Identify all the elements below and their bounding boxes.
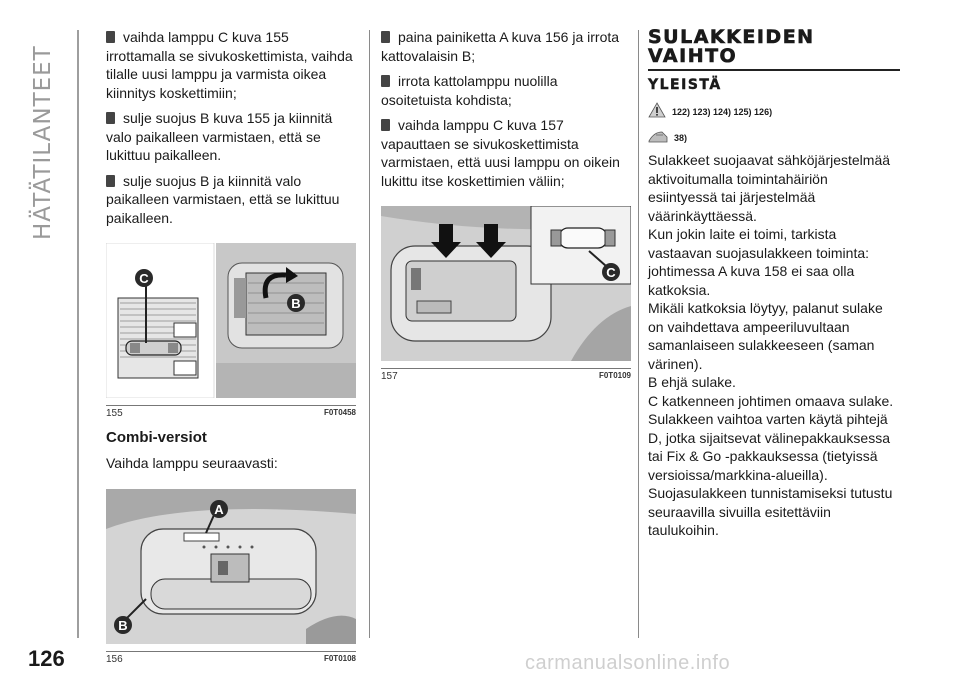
figure-157: C 157 F0T0109 — [381, 205, 632, 382]
note-refs: 38) — [674, 133, 688, 143]
section-title: YLEISTÄ — [648, 77, 722, 93]
body-line: versioissa/markkina-alueilla). — [648, 466, 828, 483]
title-underline — [648, 69, 900, 71]
column-divider-2 — [638, 30, 639, 638]
body-line: värinen). — [648, 355, 703, 372]
page-number: 126 — [28, 646, 65, 671]
figure-156-image: A B — [106, 488, 356, 644]
body-line: tai Fix & Go -pakkauksessa (tietyissä — [648, 448, 878, 464]
figure-number: 156 — [106, 653, 123, 665]
warning-reference-row: 122) 123) 124) 125) 126) — [648, 101, 898, 119]
figure-156: A B 156 F0T0108 — [106, 488, 356, 665]
bullet-item: irrota kattolamppu nuolilla osoitetuista… — [381, 73, 558, 108]
intro-text: Vaihda lamppu seuraavasti: — [106, 455, 278, 471]
body-line: on vaihdettava ampeeriluvultaan — [648, 318, 850, 335]
bullet-item: vaihda lamppu C kuva 157 vapauttaen se s… — [381, 117, 620, 189]
body-line: C katkenneen johtimen omaava sulake. — [648, 392, 894, 409]
site-watermark: carmanualsonline.info — [525, 652, 731, 674]
figure-code: F0T0458 — [323, 408, 356, 417]
figure-code: F0T0109 — [598, 371, 631, 380]
figure-155: C B 155 F0T0458 — [105, 242, 356, 419]
body-line: Suojasulakkeen tunnistamiseksi tutustu — [648, 485, 893, 501]
body-line: seuraavilla sivuilla esitettäviin — [648, 503, 831, 520]
figure-caption: 157 F0T0109 — [381, 368, 631, 382]
warning-triangle-icon — [648, 102, 666, 118]
column-3: SULAKKEIDEN VAIHTO YLEISTÄ 122) 123) 124… — [648, 26, 900, 540]
body-line: esiintyessä tai järjestelmää — [648, 189, 816, 205]
column-divider-1 — [369, 30, 370, 638]
column-2: paina painiketta A kuva 156 ja irrota ka… — [381, 28, 632, 382]
body-line: Sulakkeen vaihtoa varten käytä pihtejä — [648, 411, 888, 427]
figure-number: 157 — [381, 371, 398, 382]
body-line: aktivoitumalla toimintahäiriön — [648, 170, 828, 187]
column-1: vaihda lamppu C kuva 155 irrottamalla se… — [105, 28, 356, 665]
body-line: väärinkäyttäessä. — [648, 207, 757, 224]
callout-a: A — [214, 502, 224, 517]
warning-refs: 122) 123) 124) 125) 126) — [672, 107, 773, 117]
side-divider — [77, 30, 79, 638]
bullet-item: paina painiketta A kuva 156 ja irrota ka… — [381, 29, 620, 64]
body-text: Sulakkeet suojaavat sähköjärjestelmää ak… — [648, 151, 898, 540]
bullet-square-icon — [106, 174, 115, 187]
note-hand-icon — [648, 131, 668, 143]
body-line: vastaavan suojasulakkeen toiminta: — [648, 244, 870, 261]
bullet-square-icon — [381, 31, 390, 43]
bullet-square-icon — [381, 119, 390, 131]
body-line: Sulakkeet suojaavat sähköjärjestelmää — [648, 152, 891, 168]
body-line: taulukoihin. — [648, 522, 719, 538]
callout-c: C — [139, 271, 149, 286]
body-line: B ehjä sulake. — [648, 374, 736, 390]
figure-caption: 156 F0T0108 — [106, 650, 356, 665]
body-line: Mikäli katkoksia löytyy, palanut sulake — [648, 300, 883, 316]
body-line: samanlaiseen sulakkeeseen (saman — [648, 337, 875, 353]
body-line: johtimessa A kuva 158 ei saa olla — [648, 263, 855, 279]
bullet-square-icon — [106, 31, 115, 43]
callout-b: B — [118, 618, 127, 633]
figure-code: F0T0108 — [323, 653, 356, 663]
callout-c: C — [606, 265, 616, 280]
section-side-title: HÄTÄTILANTEET — [30, 45, 56, 240]
figure-number: 155 — [106, 408, 123, 419]
chapter-title-line1: SULAKKEIDEN — [648, 26, 815, 48]
subheading-combi: Combi-versiot — [106, 429, 207, 446]
figure-155-image: C B — [105, 242, 356, 399]
figure-157-image: C — [381, 205, 632, 361]
body-line: D, jotka sijaitsevat välinepakkauksessa — [648, 429, 891, 446]
bullet-item: sulje suojus B kuva 155 ja kiinnitä valo… — [106, 110, 333, 163]
figure-caption: 155 F0T0458 — [106, 405, 356, 419]
callout-b: B — [291, 296, 300, 311]
body-line: Kun jokin laite ei toimi, tarkista — [648, 226, 837, 242]
bullet-item: sulje suojus B ja kiinnitä valo paikalle… — [106, 172, 340, 226]
body-line: katkoksia. — [648, 281, 711, 298]
chapter-title-line2: VAIHTO — [648, 45, 738, 67]
bullet-square-icon — [381, 75, 390, 87]
note-reference-row: 38) — [648, 127, 898, 145]
bullet-item: vaihda lamppu C kuva 155 irrottamalla se… — [106, 29, 353, 101]
bullet-square-icon — [106, 112, 115, 124]
